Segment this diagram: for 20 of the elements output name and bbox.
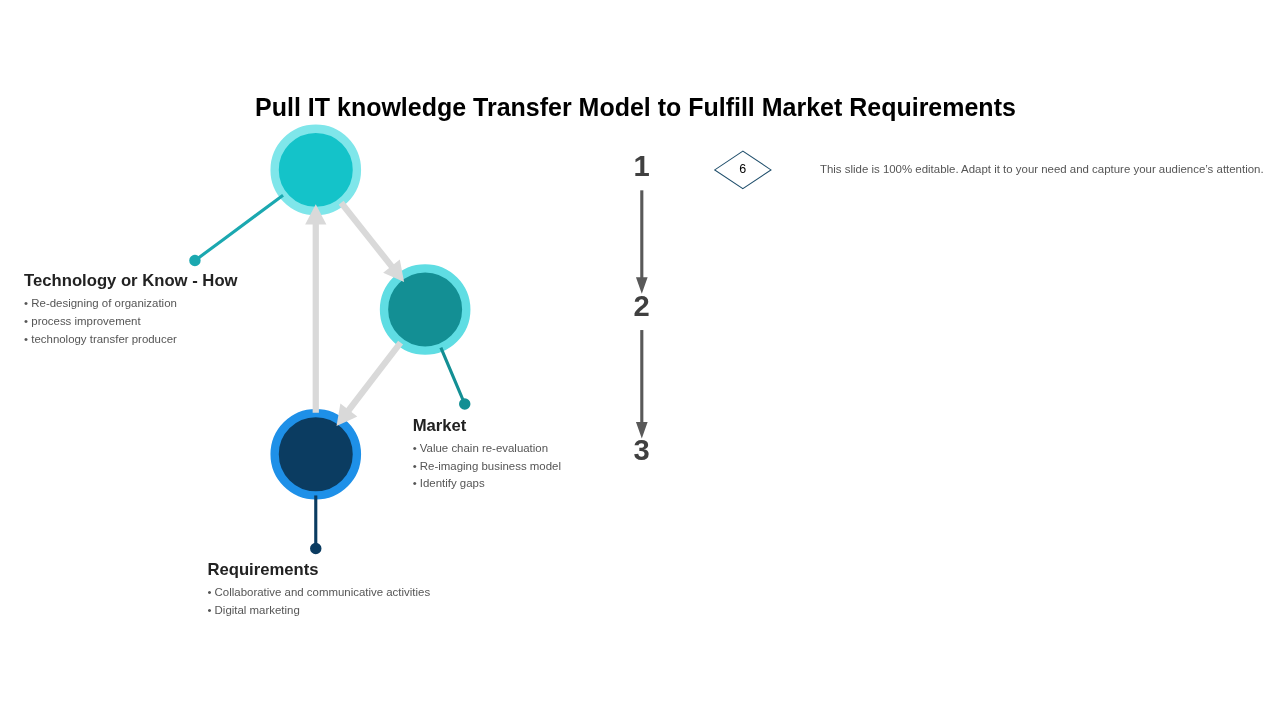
node-text: 2 bbox=[632, 289, 650, 322]
node-text: 1 bbox=[632, 149, 650, 182]
arrow bbox=[336, 340, 403, 426]
node-circle bbox=[379, 263, 470, 355]
node-circle bbox=[269, 124, 361, 215]
connector bbox=[188, 193, 284, 266]
connector bbox=[438, 346, 470, 410]
node-text: Requirements • Collaborative and communicative activities • Digital marketing bbox=[206, 559, 430, 616]
caption: This slide is 100% editable. Adapt it to your need and capture your audience’s attention. bbox=[819, 162, 1264, 175]
connector bbox=[309, 494, 321, 554]
arrow bbox=[635, 329, 648, 439]
node-text: Technology or Know - How • Re-designing of organization • process improvement • technology transfer producer bbox=[23, 270, 238, 345]
diagram-title: Pull IT knowledge Transfer Model to Fulfill Market Requirements bbox=[254, 92, 1016, 121]
label: 6 bbox=[738, 161, 746, 176]
node-text: 3 bbox=[632, 433, 650, 466]
node-circle bbox=[269, 408, 361, 500]
arrow bbox=[304, 203, 326, 413]
arrow bbox=[338, 200, 404, 282]
node-text: Market • Value chain re-evaluation • Re-imaging business model • Identify gaps bbox=[412, 415, 561, 489]
arrow bbox=[635, 189, 648, 294]
